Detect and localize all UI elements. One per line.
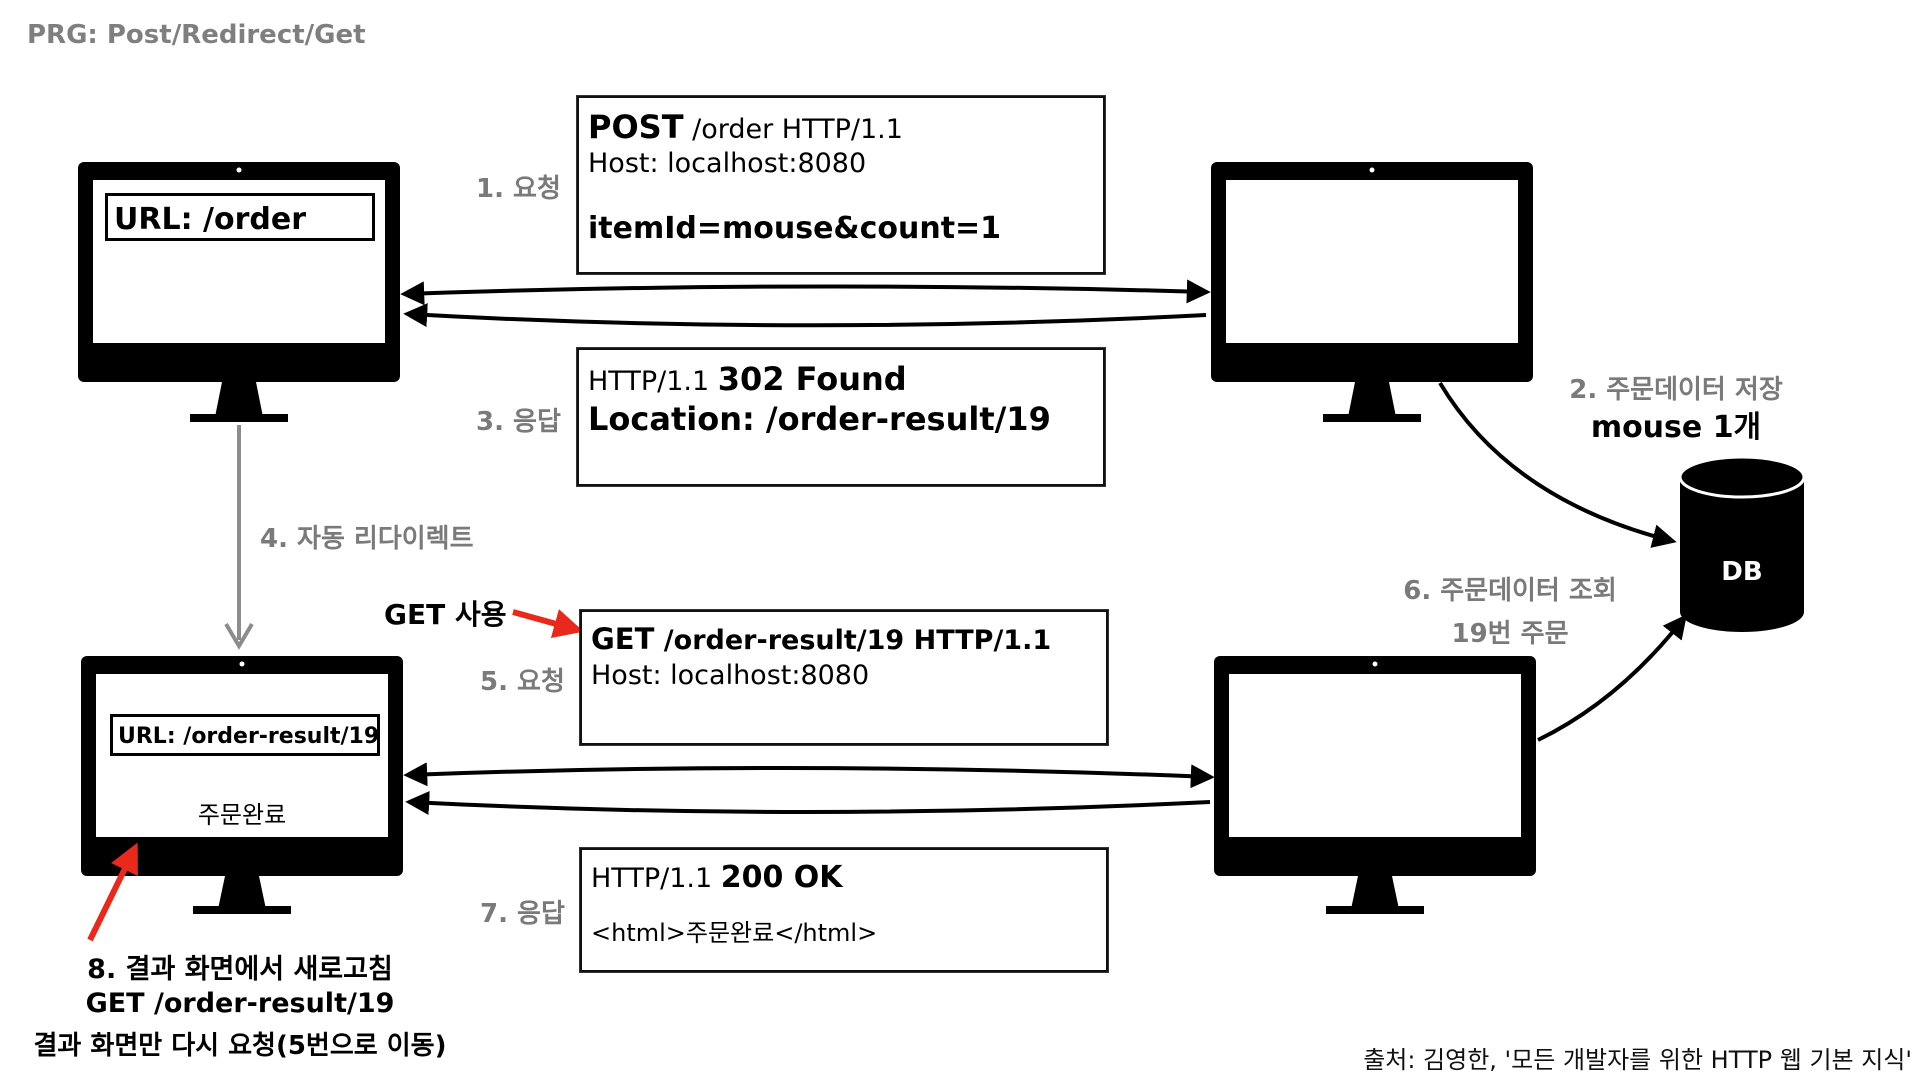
resp200-status: 200 OK: [720, 860, 843, 895]
arrow-db-read-6: [1537, 614, 1687, 742]
db-label: DB: [1721, 557, 1763, 587]
arrow-response-3: [403, 303, 1207, 328]
db-cylinder: [1678, 455, 1806, 632]
step-7-label: 7. 응답: [480, 899, 565, 929]
post-host: Host: localhost:8080: [588, 148, 867, 179]
post-method: POST: [588, 108, 684, 146]
client-monitor-bottom: [81, 656, 403, 914]
resp200-version: HTTP/1.1: [591, 863, 721, 894]
step-1-label: 1. 요청: [476, 174, 561, 204]
arrow-db-save-2: [1438, 381, 1677, 548]
step-8-label: 8. 결과 화면에서 새로고침: [87, 954, 393, 985]
get-use-label: GET 사용: [384, 598, 507, 631]
server-monitor-top: [1211, 162, 1533, 422]
url-field-bottom: URL: /order-result/19: [110, 714, 380, 756]
step-8-note: 결과 화면만 다시 요청(5번으로 이동): [33, 1031, 447, 1061]
source-credit: 출처: 김영한, '모든 개발자를 위한 HTTP 웹 기본 지식': [1363, 1046, 1912, 1074]
post-body: itemId=mouse&count=1: [588, 211, 1002, 246]
http-post-request-box: POST /order HTTP/1.1 Host: localhost:808…: [577, 96, 1105, 274]
arrow-response-7: [405, 790, 1211, 815]
arrow-red-get: [512, 609, 584, 639]
resp302-status: 302 Found: [717, 360, 907, 398]
arrow-request-1: [400, 279, 1211, 306]
arrow-red-refresh: [87, 842, 138, 942]
arrow-redirect-4-head: [224, 622, 254, 650]
step-4-label: 4. 자동 리다이렉트: [260, 524, 474, 554]
step-5-label: 5. 요청: [480, 667, 565, 697]
step-2-detail: mouse 1개: [1590, 410, 1762, 445]
step-6-detail: 19번 주문: [1451, 619, 1569, 649]
arrow-request-5: [403, 762, 1215, 789]
resp302-location: Location: /order-result/19: [588, 400, 1051, 438]
order-complete-text: 주문완료: [197, 801, 287, 829]
http-302-response-box: HTTP/1.1 302 Found Location: /order-resu…: [577, 348, 1105, 486]
post-request-line: /order HTTP/1.1: [683, 114, 903, 145]
resp302-version: HTTP/1.1: [588, 366, 718, 397]
step-3-label: 3. 응답: [476, 407, 561, 437]
diagram-title: PRG: Post/Redirect/Get: [27, 20, 366, 50]
get-host: Host: localhost:8080: [591, 660, 870, 691]
step-6-label: 6. 주문데이터 조회: [1403, 576, 1617, 606]
step-2-label: 2. 주문데이터 저장: [1569, 375, 1783, 405]
server-monitor-bottom: [1214, 656, 1536, 914]
resp200-body: <html>주문완료</html>: [591, 919, 878, 947]
get-request-line: /order-result/19 HTTP/1.1: [654, 625, 1052, 656]
step-8-request: GET /order-result/19: [85, 988, 395, 1019]
get-method: GET: [591, 622, 655, 656]
http-200-response-box: HTTP/1.1 200 OK <html>주문완료</html>: [580, 848, 1108, 972]
http-get-request-box: GET /order-result/19 HTTP/1.1 Host: loca…: [580, 610, 1108, 745]
url-field-top: URL: /order: [105, 193, 375, 241]
